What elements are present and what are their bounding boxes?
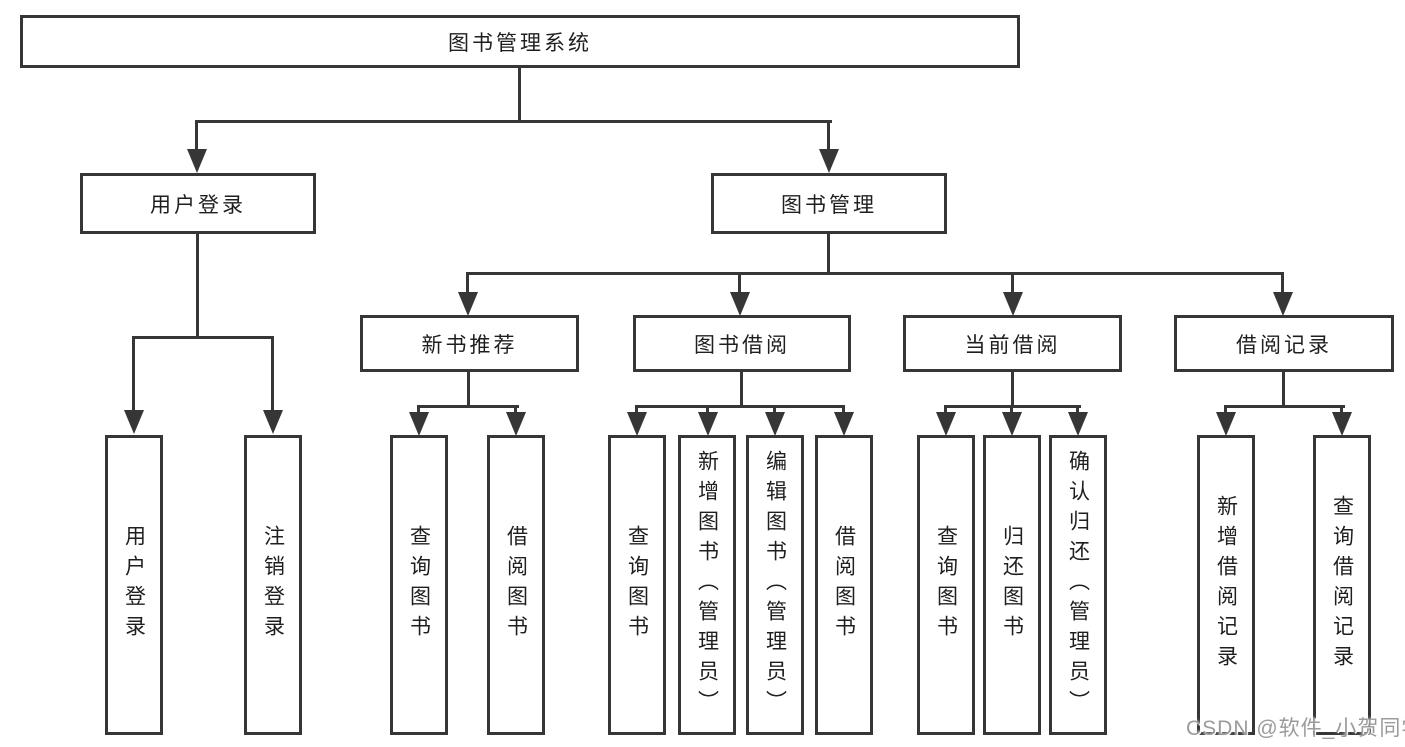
arrowhead	[936, 412, 956, 436]
leaf-query-books-current: 查询图书	[917, 435, 975, 735]
arrowhead	[1003, 292, 1023, 316]
leaf-add-book-admin: 新增图书（管理员）	[678, 435, 736, 735]
arrowhead	[1216, 412, 1236, 436]
connector	[1076, 405, 1079, 415]
connector-bar-recommend	[417, 405, 519, 408]
node-user-login: 用户登录	[80, 173, 316, 234]
connector	[1010, 405, 1013, 415]
connector-mgmt-stub	[827, 234, 830, 275]
arrowhead	[263, 410, 283, 434]
connector	[417, 405, 420, 415]
arrowhead	[187, 149, 207, 173]
arrowhead	[458, 292, 478, 316]
connector-records-stub	[1282, 372, 1285, 408]
leaf-borrow-books-recommend: 借阅图书	[487, 435, 545, 735]
leaf-query-books-recommend: 查询图书	[390, 435, 448, 735]
connector-bar-level2	[195, 120, 832, 123]
connector	[738, 272, 741, 294]
leaf-logout: 注销登录	[244, 435, 302, 735]
connector	[635, 405, 638, 415]
connector	[1340, 405, 1343, 415]
connector	[132, 336, 135, 412]
arrowhead	[124, 410, 144, 434]
connector-root-stub	[518, 68, 521, 123]
leaf-query-books-borrow: 查询图书	[608, 435, 666, 735]
arrowhead	[1068, 412, 1088, 436]
node-borrow-records: 借阅记录	[1174, 315, 1394, 372]
connector-borrow-stub	[740, 372, 743, 408]
watermark: CSDN @软件_小贺同学	[1186, 717, 1405, 740]
connector	[514, 405, 517, 415]
node-library-system: 图书管理系统	[20, 15, 1020, 68]
arrowhead	[627, 412, 647, 436]
connector	[466, 272, 469, 294]
arrowhead	[1002, 412, 1022, 436]
connector	[944, 405, 947, 415]
leaf-edit-book-admin: 编辑图书（管理员）	[746, 435, 804, 735]
connector-login-stub	[196, 234, 199, 339]
arrowhead	[1273, 292, 1293, 316]
connector	[271, 336, 274, 412]
arrowhead	[819, 149, 839, 173]
connector	[195, 120, 198, 151]
node-new-book-recommend: 新书推荐	[360, 315, 579, 372]
arrowhead	[765, 412, 785, 436]
connector	[706, 405, 709, 415]
node-current-borrow: 当前借阅	[903, 315, 1122, 372]
leaf-return-book: 归还图书	[983, 435, 1041, 735]
node-book-borrow: 图书借阅	[633, 315, 851, 372]
connector-bar-borrow	[635, 405, 845, 408]
leaf-confirm-return-admin: 确认归还（管理员）	[1049, 435, 1107, 735]
arrowhead	[506, 412, 526, 436]
leaf-query-borrow-record: 查询借阅记录	[1313, 435, 1371, 735]
connector	[842, 405, 845, 415]
arrowhead	[409, 412, 429, 436]
connector-bar-login	[132, 336, 274, 339]
connector-bar-level3	[466, 272, 1284, 275]
connector-bar-records	[1224, 405, 1345, 408]
arrowhead	[834, 412, 854, 436]
connector	[1011, 272, 1014, 294]
connector-recommend-stub	[467, 372, 470, 408]
arrowhead	[1332, 412, 1352, 436]
connector	[1224, 405, 1227, 415]
connector	[827, 120, 830, 151]
leaf-add-borrow-record: 新增借阅记录	[1197, 435, 1255, 735]
arrowhead	[730, 292, 750, 316]
connector-current-stub	[1011, 372, 1014, 408]
connector	[1281, 272, 1284, 294]
arrowhead	[698, 412, 718, 436]
leaf-borrow-books: 借阅图书	[815, 435, 873, 735]
connector	[773, 405, 776, 415]
node-book-management: 图书管理	[711, 173, 947, 234]
leaf-user-login: 用户登录	[105, 435, 163, 735]
